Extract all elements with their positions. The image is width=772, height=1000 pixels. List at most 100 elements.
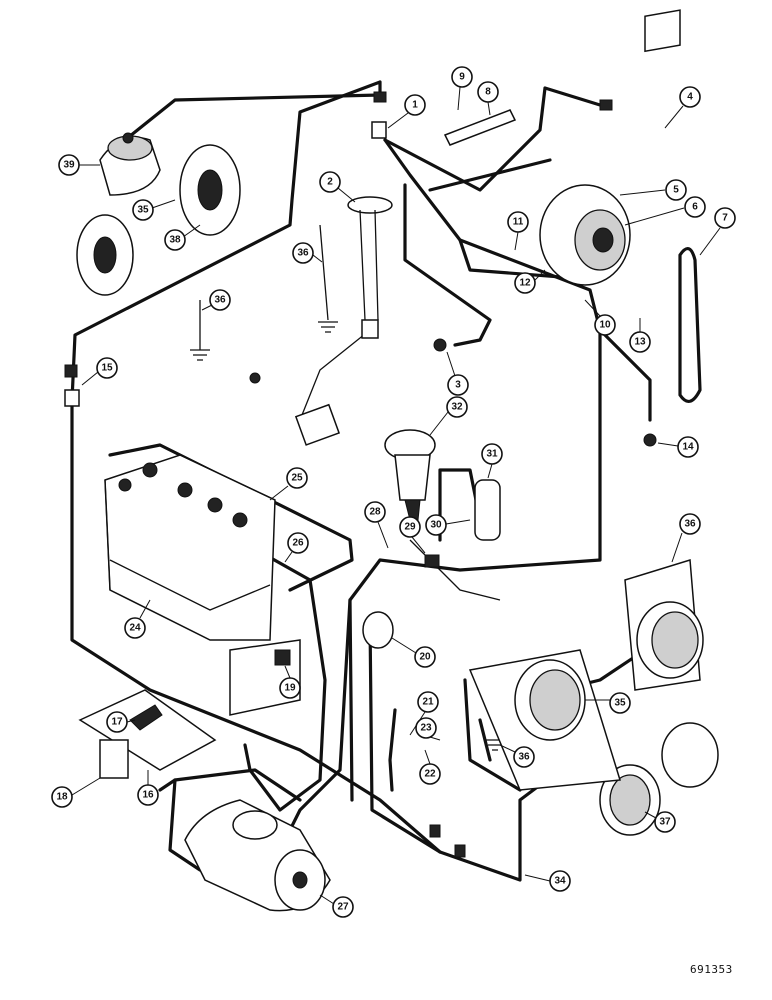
light-switch-17 [78,689,217,779]
callout-14: 14 [677,436,699,458]
svg-text:37: 37 [659,817,671,828]
svg-text:19: 19 [284,683,296,694]
gauge-37 [599,722,719,836]
callout-22: 22 [419,763,441,785]
regulator-4 [644,9,681,53]
callout-32: 32 [446,396,468,418]
callout-28: 28 [364,501,386,523]
callout-35-horn-bracket: 35 [132,199,154,221]
svg-text:35: 35 [614,698,626,709]
svg-text:13: 13 [634,337,646,348]
horn-bracket-35 [76,144,241,296]
callout-17: 17 [106,711,128,733]
callout-26: 26 [287,532,309,554]
svg-text:15: 15 [101,363,113,374]
figure-code: 691353 [690,963,733,976]
svg-text:36: 36 [518,752,530,763]
callout-3: 3 [447,374,469,396]
callout-23: 23 [415,717,437,739]
callout-7: 7 [714,207,736,229]
callout-37: 37 [654,811,676,833]
svg-text:38: 38 [169,235,181,246]
callout-6: 6 [684,196,706,218]
fan-belt-7 [678,247,702,403]
svg-text:7: 7 [722,213,728,224]
callout-36-b: 36 [209,289,231,311]
svg-text:36: 36 [684,519,696,530]
callout-8: 8 [477,81,499,103]
svg-text:1: 1 [412,100,418,111]
svg-text:16: 16 [142,790,154,801]
connectors [64,91,657,858]
callout-16: 16 [137,784,159,806]
distributor-32 [384,429,436,521]
svg-text:36: 36 [214,295,226,306]
svg-text:11: 11 [513,217,524,228]
callout-27: 27 [332,896,354,918]
callout-18: 18 [51,786,73,808]
callout-13: 13 [629,331,651,353]
svg-text:30: 30 [430,520,442,531]
callout-36-d: 36 [513,746,535,768]
svg-text:5: 5 [673,185,679,196]
svg-text:25: 25 [291,473,303,484]
callout-30: 30 [425,514,447,536]
svg-text:9: 9 [459,72,465,83]
svg-text:4: 4 [687,92,693,103]
svg-text:10: 10 [599,320,611,331]
callout-35-headlight: 35 [609,692,631,714]
callout-36-c: 36 [679,513,701,535]
horn-39 [99,132,161,196]
svg-text:2: 2 [327,177,333,188]
oil-pressure-switch-20 [362,611,394,649]
callout-10: 10 [594,314,616,336]
svg-text:34: 34 [554,876,566,887]
coil-31 [474,479,501,541]
svg-text:36: 36 [297,248,309,259]
starting-motor-27 [184,799,331,912]
battery-24 [104,454,276,641]
svg-text:12: 12 [519,278,531,289]
callout-15: 15 [96,357,118,379]
callouts: 1 2 3 4 5 6 7 8 9 10 11 12 13 14 15 16 1… [51,66,736,918]
starter-switch-19 [229,639,301,716]
svg-text:14: 14 [682,442,694,453]
callout-34: 34 [549,870,571,892]
callout-19: 19 [279,677,301,699]
svg-text:32: 32 [451,402,463,413]
callout-38: 38 [164,229,186,251]
svg-text:27: 27 [337,902,349,913]
headlights-35 [468,559,704,791]
svg-text:18: 18 [56,792,68,803]
callout-25: 25 [286,467,308,489]
svg-text:3: 3 [455,380,461,391]
callout-12: 12 [514,272,536,294]
callout-24: 24 [124,617,146,639]
svg-text:20: 20 [419,652,431,663]
callout-2: 2 [319,171,341,193]
svg-text:21: 21 [422,697,434,708]
svg-text:24: 24 [129,623,141,634]
svg-text:35: 35 [137,205,149,216]
brace-8 [443,109,517,146]
callout-5: 5 [665,179,687,201]
svg-text:23: 23 [420,723,432,734]
callout-11: 11 [507,211,529,233]
callout-36-a: 36 [292,242,314,264]
svg-text:26: 26 [292,538,304,549]
svg-text:6: 6 [692,202,698,213]
callout-9: 9 [451,66,473,88]
svg-text:17: 17 [111,717,123,728]
callout-20: 20 [414,646,436,668]
svg-text:39: 39 [63,160,75,171]
svg-text:31: 31 [486,449,498,460]
svg-text:28: 28 [369,507,381,518]
callout-31: 31 [481,443,503,465]
callout-39: 39 [58,154,80,176]
svg-text:8: 8 [485,87,491,98]
callout-4: 4 [679,86,701,108]
callout-21: 21 [417,691,439,713]
callout-29: 29 [399,516,421,538]
fuel-gauge-sender-2 [294,196,393,446]
